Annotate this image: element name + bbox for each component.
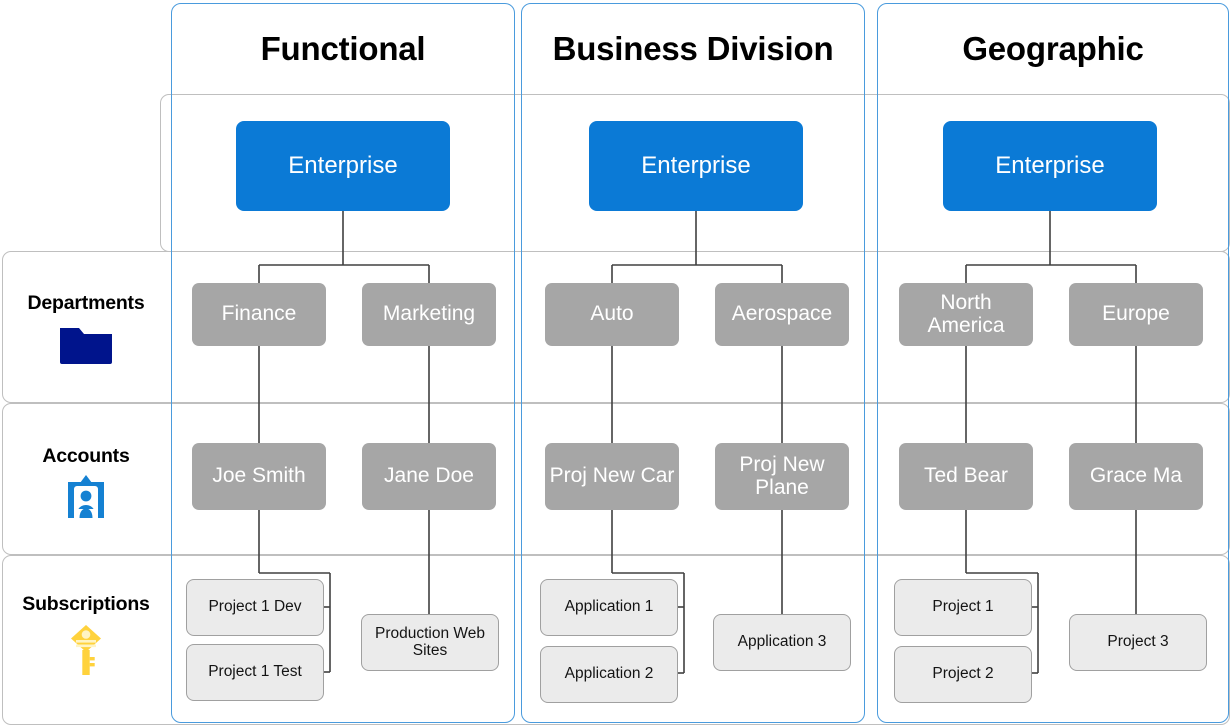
node-account-joe-smith[interactable]: Joe Smith (192, 443, 326, 510)
node-subscription-project-2[interactable]: Project 2 (894, 646, 1032, 703)
row-label-accounts-text: Accounts (42, 445, 130, 467)
node-department-auto[interactable]: Auto (545, 283, 679, 346)
row-band-accounts (2, 403, 1230, 555)
node-subscription-application-1[interactable]: Application 1 (540, 579, 678, 636)
column-heading-business: Business Division (552, 30, 834, 67)
key-icon (67, 623, 105, 677)
node-subscription-production-web-sites[interactable]: Production Web Sites (361, 614, 499, 671)
column-heading-functional: Functional (260, 30, 426, 67)
node-account-proj-new-car[interactable]: Proj New Car (545, 443, 679, 510)
row-label-subscriptions: Subscriptions (6, 592, 166, 678)
node-department-europe[interactable]: Europe (1069, 283, 1203, 346)
column-panel-geographic (877, 3, 1229, 723)
node-subscription-project-1-test[interactable]: Project 1 Test (186, 644, 324, 701)
node-subscription-application-3[interactable]: Application 3 (713, 614, 851, 671)
row-label-accounts: Accounts (6, 440, 166, 526)
column-panel-functional (171, 3, 515, 723)
id-badge-icon (65, 475, 107, 521)
row-band-departments (2, 251, 1230, 403)
node-account-proj-new-plane[interactable]: Proj New Plane (715, 443, 849, 510)
node-enterprise-functional[interactable]: Enterprise (236, 121, 450, 211)
node-department-aerospace[interactable]: Aerospace (715, 283, 849, 346)
row-label-departments: Departments (6, 286, 166, 372)
node-subscription-project-1-dev[interactable]: Project 1 Dev (186, 579, 324, 636)
column-heading-geographic: Geographic (962, 30, 1144, 67)
folder-icon (58, 322, 114, 366)
node-account-jane-doe[interactable]: Jane Doe (362, 443, 496, 510)
node-enterprise-geographic[interactable]: Enterprise (943, 121, 1157, 211)
node-department-finance[interactable]: Finance (192, 283, 326, 346)
node-subscription-project-3[interactable]: Project 3 (1069, 614, 1207, 671)
column-panel-business (521, 3, 865, 723)
row-label-departments-text: Departments (27, 292, 145, 314)
node-subscription-project-1[interactable]: Project 1 (894, 579, 1032, 636)
node-account-ted-bear[interactable]: Ted Bear (899, 443, 1033, 510)
row-label-subscriptions-text: Subscriptions (22, 593, 150, 615)
node-subscription-application-2[interactable]: Application 2 (540, 646, 678, 703)
node-account-grace-ma[interactable]: Grace Ma (1069, 443, 1203, 510)
row-band-subscriptions (2, 555, 1230, 725)
node-enterprise-business[interactable]: Enterprise (589, 121, 803, 211)
node-department-north-america[interactable]: North America (899, 283, 1033, 346)
node-department-marketing[interactable]: Marketing (362, 283, 496, 346)
